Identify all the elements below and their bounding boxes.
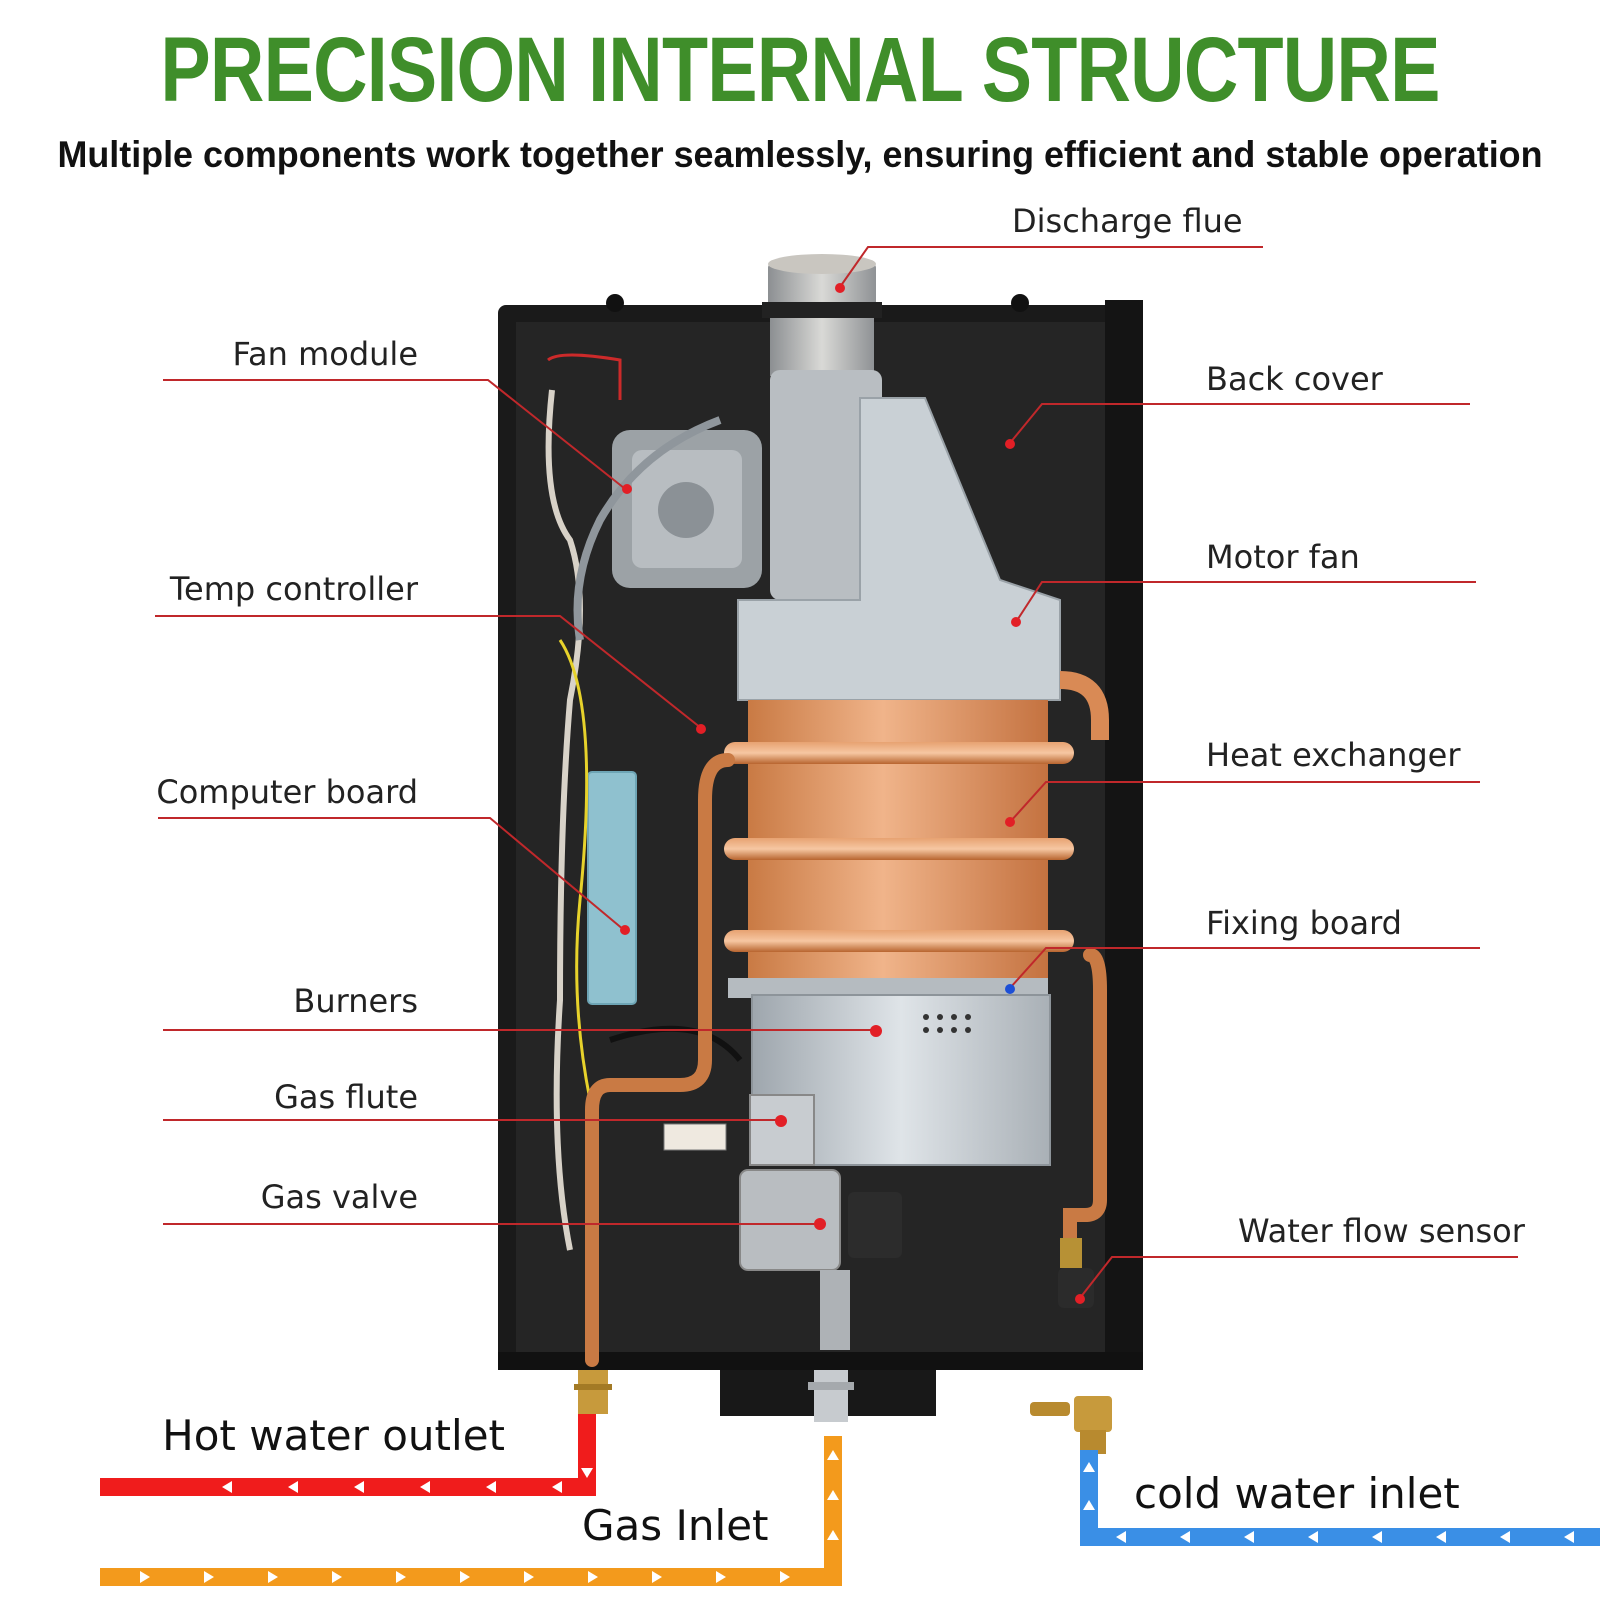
- heat-exchanger-part: [724, 671, 1109, 980]
- cold-water-line: [1080, 1450, 1600, 1546]
- leader-lines: [155, 246, 1518, 1299]
- label-gas-inlet: Gas Inlet: [582, 1501, 769, 1550]
- label-water-flow-sensor: Water flow sensor: [1238, 1212, 1526, 1250]
- fitting-hot-outlet: [574, 1370, 612, 1414]
- gas-valve-part: [663, 1094, 902, 1350]
- leader-back-cover: [1009, 403, 1470, 444]
- fitting-cold-inlet: [1030, 1396, 1112, 1454]
- label-motor-fan: Motor fan: [1206, 538, 1360, 576]
- label-temp-controller: Temp controller: [169, 570, 419, 608]
- label-back-cover: Back cover: [1206, 360, 1384, 398]
- label-discharge-flue: Discharge flue: [1012, 202, 1243, 240]
- leader-computer-board: [158, 817, 625, 931]
- leader-temp-controller: [155, 615, 702, 729]
- hot-water-line: [100, 1414, 596, 1496]
- leader-discharge-flue: [839, 246, 1263, 288]
- water-flow-sensor-part: [1058, 1238, 1094, 1308]
- leader-fan-module: [163, 379, 625, 489]
- label-gas-valve: Gas valve: [261, 1178, 418, 1216]
- page-subtitle: Multiple components work together seamle…: [57, 134, 1543, 175]
- label-cold-water-inlet: cold water inlet: [1134, 1469, 1460, 1518]
- leader-heat-exchanger: [1009, 781, 1480, 823]
- leader-dots: [620, 283, 1085, 1304]
- label-burners: Burners: [293, 982, 418, 1020]
- label-gas-flute: Gas flute: [274, 1078, 418, 1116]
- label-computer-board: Computer board: [156, 773, 418, 811]
- label-heat-exchanger: Heat exchanger: [1206, 736, 1461, 774]
- copper-pipes: [585, 753, 1107, 1367]
- label-fan-module: Fan module: [233, 335, 418, 373]
- leader-motor-fan: [1015, 581, 1476, 623]
- label-fixing-board: Fixing board: [1206, 904, 1402, 942]
- leader-fixing-board: [1009, 947, 1480, 989]
- label-hot-water-outlet: Hot water outlet: [162, 1411, 505, 1460]
- page-title: PRECISION INTERNAL STRUCTURE: [160, 19, 1440, 121]
- gas-inlet-line: [100, 1436, 842, 1586]
- fitting-gas-inlet: [808, 1370, 854, 1422]
- discharge-flue-part: [762, 254, 882, 376]
- leader-water-flow-sensor: [1079, 1256, 1518, 1299]
- computer-board-part: [587, 771, 637, 1005]
- fan-assembly: [612, 370, 1061, 701]
